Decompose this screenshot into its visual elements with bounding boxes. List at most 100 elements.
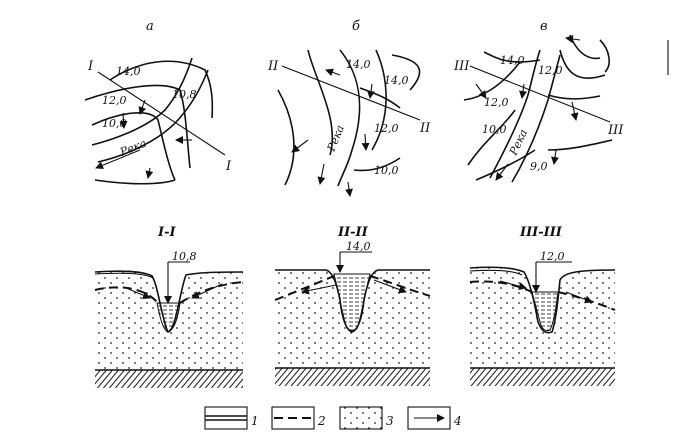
level-value: 14,0 [346,240,371,253]
flow-arrow [570,101,579,121]
level-value: 10,8 [172,250,197,263]
contour-value: 14,0 [346,58,371,71]
aquitard-hatch [275,368,430,386]
section-line [97,71,226,156]
section-line-label: III [607,123,624,138]
flow-arrow [519,83,527,99]
contour-value: 14,0 [116,65,141,78]
contour-value: 14,0 [384,74,409,87]
contour-line [359,87,401,109]
legend-label: 4 [453,414,462,428]
legend-box [204,406,248,430]
aquifer-fill [95,271,243,370]
plan-c-label: в [540,19,548,34]
section-line-label: II [267,59,279,74]
flow-arrow [95,149,141,170]
contour-line [547,139,613,151]
plan-a: а I I 14,0 12,0 10,0 10,8 Река [84,19,232,185]
section-line-label: III [453,59,470,74]
flow-arrow [565,35,581,43]
water-table [94,286,159,304]
contour-line [91,112,176,181]
contour-value: 12,0 [484,96,509,109]
section-line [469,65,611,123]
flow-arrow [475,83,487,99]
aquitard-hatch [470,368,615,386]
flow-arrow [138,99,147,115]
section-title: III-III [519,225,563,240]
section-line-label: I [87,59,94,74]
contour-line [559,49,606,79]
flow-arrow [191,283,223,299]
ground-surface [469,266,616,334]
legend-item-3: 3 [339,406,394,430]
river-label: Река [117,137,148,160]
river-bank [489,49,541,179]
river-bank [91,57,193,146]
contour-line [109,60,214,119]
flow-arrow [325,68,341,77]
section-3: III-III 12,0 [469,225,616,386]
contour-line [337,49,361,187]
river-water [333,273,371,331]
contour-line [391,54,421,91]
contour-value: 10,0 [482,123,507,136]
section-2: II-II 14,0 [274,225,431,386]
contour-value: 12,0 [102,94,127,107]
aquifer-fill [470,267,615,368]
contour-line [277,89,295,186]
flow-arrow [551,149,559,165]
legend-box [407,406,451,430]
river-label: Река [324,123,347,154]
flow-arrow [345,181,353,197]
contour-line [569,34,601,60]
aquifer-fill [275,270,430,368]
contour-line [463,61,521,101]
flow-arrow [119,112,128,129]
legend-label: 1 [251,414,259,428]
contour-value: 10,0 [102,117,127,130]
contour-line [599,39,610,73]
contour-line [307,49,334,156]
river-water [531,291,559,332]
flow-arrow [367,83,375,99]
river-bank [511,54,561,183]
legend-box [271,406,315,430]
contour-line [483,51,541,63]
flow-arrow [565,291,593,304]
water-table [179,281,244,304]
aquitard-hatch [95,370,243,388]
contour-value: 10,8 [172,88,197,101]
contour-value: 10,0 [374,164,399,177]
contour-line [475,149,536,181]
plan-a-label: а [146,19,154,34]
flow-arrow [301,284,337,295]
plan-b-label: б [352,19,360,34]
river-bank [97,69,209,163]
flow-arrow [291,139,309,153]
water-table [469,280,533,293]
flow-arrow [125,287,151,299]
section-line [281,65,421,121]
legend-label: 2 [317,414,326,428]
flow-arrow [499,280,527,291]
contour-value: 9,0 [530,160,548,173]
plan-b: б II II 14,0 14,0 12,0 10,0 Река [267,19,431,197]
flow-arrow [495,163,509,181]
ground-surface [469,269,523,276]
contour-line [467,109,516,166]
level-value: 12,0 [540,250,565,263]
contour-line [371,49,387,151]
legend-item-2: 2 [271,406,326,430]
section-line-label: I [225,159,232,174]
contour-value: 12,0 [374,122,399,135]
river-water [156,302,181,333]
contour-line [94,179,176,185]
dotted-fill-icon [339,406,383,430]
flow-arrow [361,133,370,151]
legend-item-4: 4 [407,406,462,430]
contour-line [353,157,401,172]
ground-surface [94,272,154,279]
